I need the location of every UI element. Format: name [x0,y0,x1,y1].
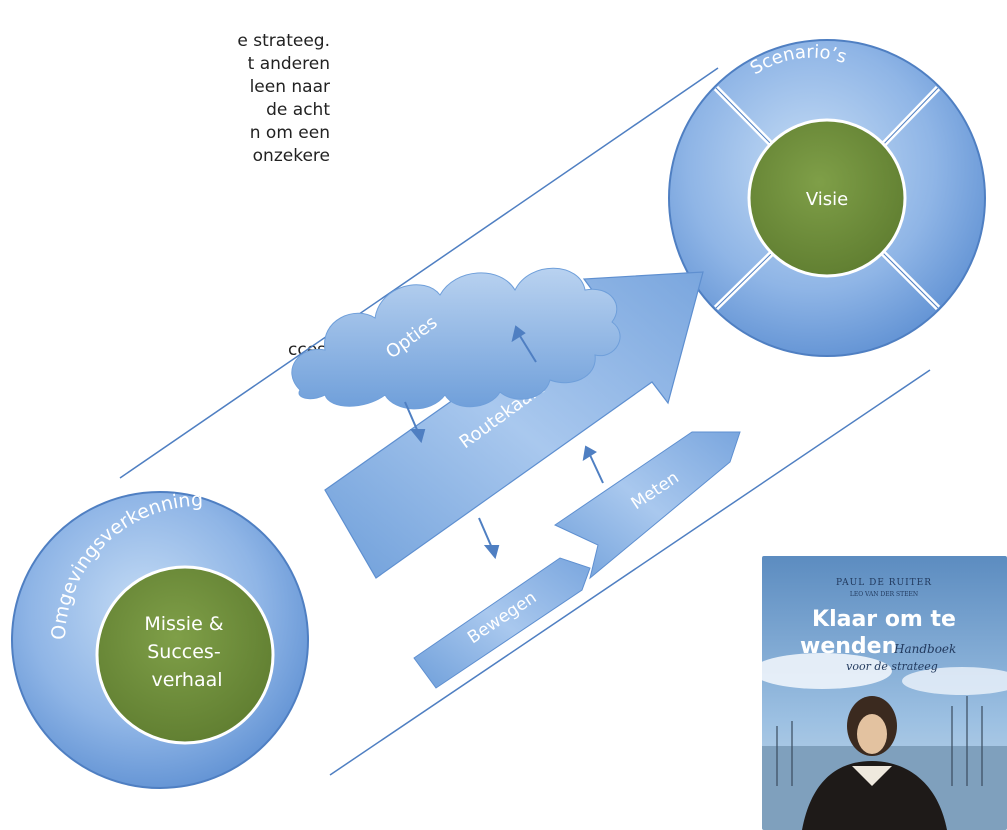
scenarios-circle: Scenario’s Visie [668,39,986,357]
book-cover: PAUL DE RUITER LEO VAN DER STEEN Klaar o… [762,556,1007,830]
intro-line: n om een [249,123,330,143]
book-subtitle-a: Handboek [893,642,956,656]
intro-line: e strateeg. [237,31,330,51]
intro-line: onzekere [252,146,330,166]
intro-line: leen naar [249,77,330,97]
visie-label: Visie [806,189,848,210]
intro-line: de acht [266,100,330,120]
book-subtitle-b: voor de strateeg [846,660,938,673]
book-title-line1: Klaar om te [812,607,956,632]
book-author: PAUL DE RUITER [836,578,932,588]
bewegen-arrow: Bewegen [413,557,591,689]
book-subauthor: LEO VAN DER STEEN [850,591,918,598]
book-cover-art: PAUL DE RUITER LEO VAN DER STEEN Klaar o… [762,556,1007,830]
omgevingsverkenning-circle: Omgevingsverkenning Missie & Succes- ver… [11,489,309,789]
connector-arrows [404,325,604,560]
book-title-line2: wenden [800,634,897,659]
intro-paragraph: e strateeg. t anderen leen naar de acht … [0,30,330,168]
missie-label: Missie & Succes- verhaal [144,613,229,691]
meten-arrow: Meten [553,431,741,580]
opties-cloud: Opties [291,267,621,410]
intro-line: t anderen [247,54,330,74]
tube-outline [119,67,931,776]
